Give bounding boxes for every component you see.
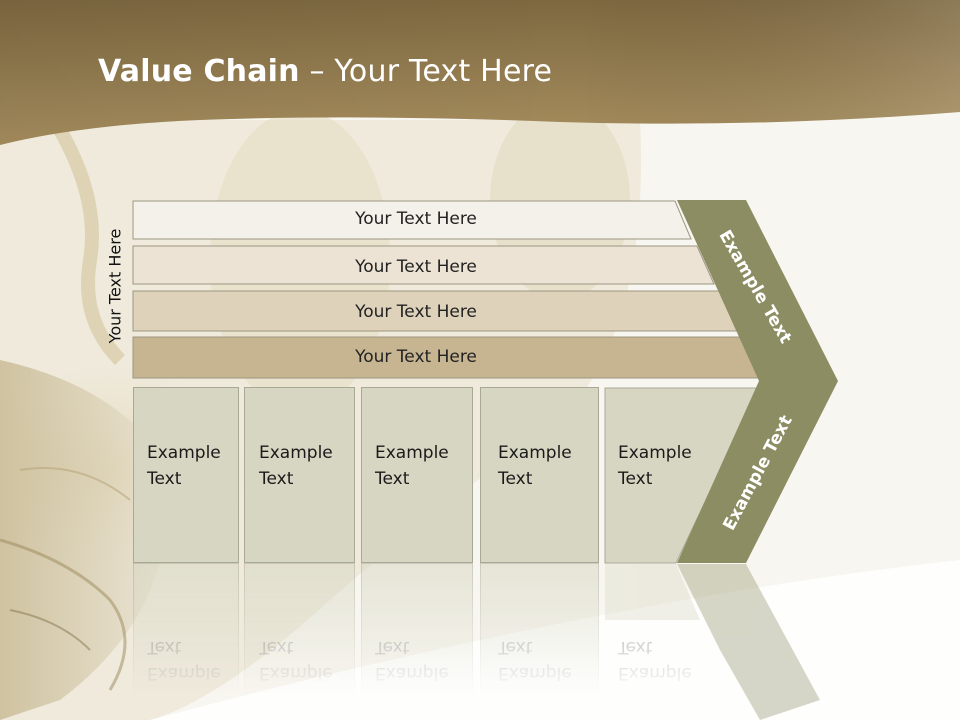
row-label-3: Your Text Here [355,302,477,322]
column-text-2: Example Text [259,440,333,492]
column-text-4-line1: Example [498,443,572,463]
column-cell-2 [244,387,355,563]
column-text-3-line1: Example [375,443,449,463]
column-cell-4 [480,387,599,563]
column-cell-5 [604,387,760,564]
row-bars [132,200,763,379]
slide-title: Value Chain – Your Text Here [98,54,552,89]
column-text-1: Example Text [147,440,221,492]
column-text-1-line2: Text [147,469,182,489]
column-text-2-line2: Text [259,469,294,489]
column-text-3-line2: Text [375,469,410,489]
chevron-reflection [605,564,820,720]
column-text-4: Example Text [498,440,572,492]
row-label-2: Your Text Here [355,257,477,277]
column-cell-3 [361,387,473,563]
row-label-4: Your Text Here [355,347,477,367]
side-label: Your Text Here [105,228,125,344]
column-text-5-line1: Example [618,443,692,463]
value-chevron [677,200,838,563]
column-text-5-line2: Text [618,469,653,489]
title-bold: Value Chain [98,54,300,89]
column-text-4-line2: Text [498,469,533,489]
column-text-5: Example Text [618,440,692,492]
column-text-1-line1: Example [147,443,221,463]
column-text-3: Example Text [375,440,449,492]
row-label-1: Your Text Here [355,209,477,229]
row-bar-1 [132,200,692,240]
chevron-arrow [677,200,838,563]
column-cell-1 [133,387,239,563]
header-band [0,0,960,145]
column-text-2-line1: Example [259,443,333,463]
row-bar-2 [132,245,715,285]
title-rest: – Your Text Here [299,54,553,89]
